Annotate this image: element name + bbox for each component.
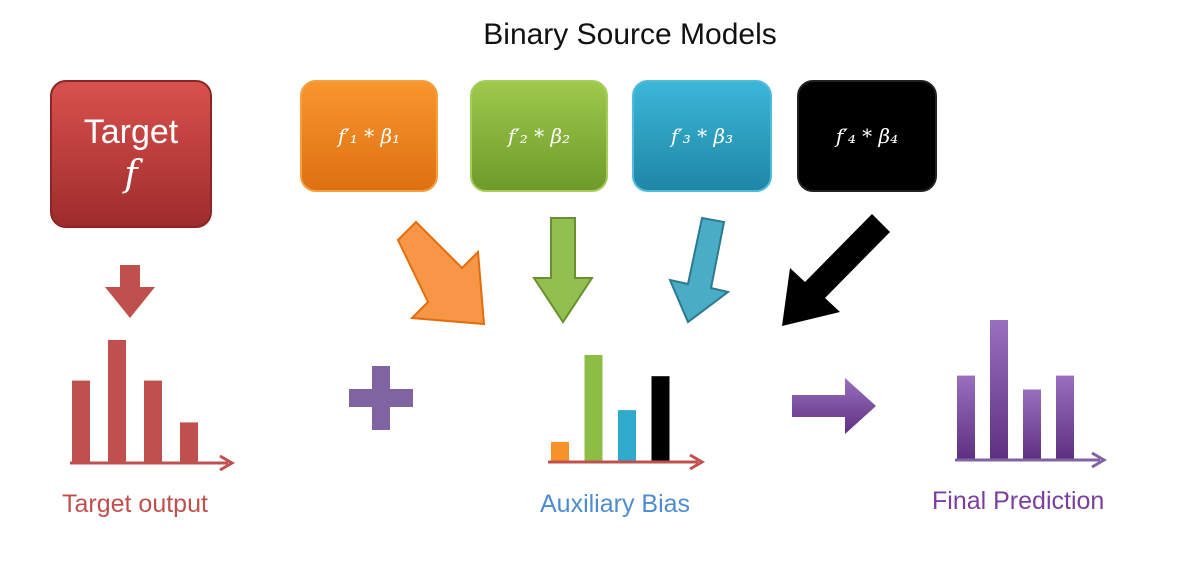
black-arrow bbox=[782, 214, 890, 326]
target-output-label: Target output bbox=[62, 490, 208, 518]
hist-final-bar-1 bbox=[957, 375, 975, 459]
final-prediction-histogram bbox=[957, 320, 1074, 459]
hist-target-bar-4 bbox=[180, 422, 198, 463]
blue-arrow bbox=[668, 216, 731, 324]
right-arrow bbox=[792, 378, 876, 434]
source-model-2-formula: f′₂ * β₂ bbox=[507, 124, 571, 148]
hist-aux-bar-3 bbox=[618, 410, 636, 461]
diagram-title: Binary Source Models bbox=[483, 18, 777, 51]
green-arrow bbox=[532, 217, 594, 324]
source-model-3-formula: f′₃ * β₃ bbox=[670, 124, 734, 148]
auxiliary-bias-axis-arrowhead bbox=[689, 453, 705, 471]
target-down-arrow bbox=[105, 265, 155, 318]
hist-aux-bar-2 bbox=[584, 355, 603, 461]
final-prediction-axis-arrowhead bbox=[1091, 451, 1107, 469]
hist-final-bar-4 bbox=[1056, 375, 1074, 459]
auxiliary-bias-label: Auxiliary Bias bbox=[540, 490, 691, 518]
hist-target-bar-3 bbox=[144, 380, 162, 463]
source-model-3: f′₃ * β₃ bbox=[632, 80, 772, 192]
plus-icon bbox=[349, 366, 413, 430]
source-model-4-formula: f′₄ * β₄ bbox=[835, 124, 899, 148]
source-model-2: f′₂ * β₂ bbox=[470, 80, 608, 192]
final-prediction-label: Final Prediction bbox=[932, 487, 1105, 515]
hist-target-bar-2 bbox=[108, 340, 126, 463]
hist-target-bar-1 bbox=[72, 380, 90, 463]
target-output-histogram bbox=[72, 340, 198, 463]
hist-final-bar-3 bbox=[1023, 389, 1041, 459]
source-model-1-formula: f′₁ * β₁ bbox=[337, 124, 401, 148]
target-box: Target f bbox=[50, 80, 212, 228]
target-output-axis-arrowhead bbox=[219, 454, 235, 472]
hist-aux-bar-4 bbox=[651, 376, 670, 461]
hist-aux-bar-1 bbox=[551, 441, 569, 461]
target-box-symbol: f bbox=[124, 154, 138, 195]
target-box-label: Target bbox=[83, 113, 179, 151]
source-model-1: f′₁ * β₁ bbox=[300, 80, 438, 192]
orange-arrow bbox=[396, 220, 486, 326]
source-model-4: f′₄ * β₄ bbox=[797, 80, 937, 192]
auxiliary-bias-histogram bbox=[551, 355, 670, 461]
hist-final-bar-2 bbox=[990, 320, 1008, 459]
